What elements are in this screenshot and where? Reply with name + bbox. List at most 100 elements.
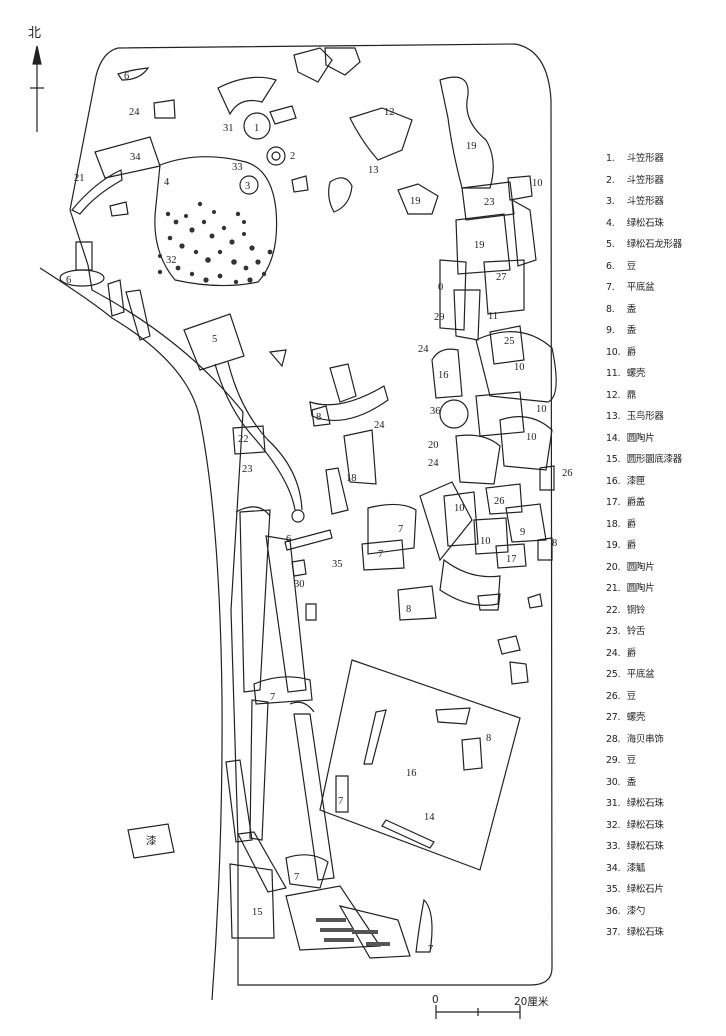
legend-item-number: 33.	[606, 841, 621, 852]
tag-7: 7	[398, 524, 403, 535]
scale-start-label: 0	[432, 994, 439, 1006]
legend-item-label: 爵	[626, 647, 637, 659]
legend-item-label: 圆形圜底漆器	[626, 454, 683, 465]
object-16-bar	[363, 709, 387, 765]
object-7-basin	[367, 503, 417, 555]
tag-9: 9	[520, 527, 525, 538]
skeleton-foot-bones	[316, 918, 390, 946]
legend-item-label: 海贝串饰	[626, 733, 664, 745]
object-24-jue	[309, 385, 389, 422]
tag-10-c: 10	[536, 404, 547, 415]
object-fragment	[453, 289, 481, 341]
object-23	[461, 181, 515, 221]
skeleton-knee	[289, 701, 315, 713]
tag-3: 3	[245, 181, 250, 192]
tag-20: 20	[428, 440, 439, 451]
legend-item: 26. 豆	[606, 686, 724, 708]
legend-item-label: 绿松石珠	[626, 798, 664, 809]
legend-item-label: 爵	[626, 518, 637, 530]
object-6-dou-stem	[75, 241, 93, 271]
tag-6: 6	[124, 71, 129, 82]
legend-item-number: 3.	[606, 196, 615, 207]
legend-item: 6. 豆	[606, 256, 724, 278]
tag-8-b: 8	[316, 412, 321, 423]
tag-19-c: 19	[474, 240, 485, 251]
legend-item: 4. 绿松石珠	[606, 213, 724, 235]
legend-item-label: 螺壳	[626, 712, 646, 723]
legend-item-label: 绿松石片	[626, 884, 664, 895]
tag-10-d: 10	[526, 432, 537, 443]
object-10-jue-c	[475, 391, 525, 437]
legend-item-number: 15.	[606, 454, 621, 465]
object-33-turquoise-area	[154, 156, 278, 287]
legend-item-number: 37.	[606, 927, 621, 938]
object-36-spoon	[439, 399, 469, 429]
legend-item: 20. 圆陶片	[606, 557, 724, 579]
legend-item-number: 2.	[606, 174, 615, 186]
object-14-disc-bar	[381, 819, 435, 849]
tag-10-e: 10	[454, 503, 465, 514]
object-22-bell	[232, 425, 266, 455]
skeleton-tibia	[293, 713, 335, 881]
tag-24-b: 24	[418, 344, 429, 355]
legend-item-label: 绿松石珠	[626, 217, 664, 229]
legend-item: 30. 盉	[606, 772, 724, 794]
legend-item-label: 圆陶片	[626, 561, 655, 573]
north-arrow-head	[32, 45, 42, 65]
object-fragment	[305, 603, 317, 621]
tag-7-f: 7	[428, 944, 433, 955]
tag-8-d: 8	[486, 733, 491, 744]
object-8-he-b	[461, 737, 483, 771]
object-3-disc	[239, 175, 259, 195]
object-8-he	[397, 585, 437, 621]
legend-item: 17. 爵盖	[606, 492, 724, 514]
object-16-lacquer-box	[319, 659, 521, 871]
legend-item-number: 26.	[606, 690, 621, 702]
object-7-fragment	[335, 775, 349, 813]
object-fragment	[539, 465, 555, 491]
legend-item-label: 斗笠形器	[626, 174, 664, 186]
legend-item: 8. 盉	[606, 299, 724, 321]
legend-item: 34. 漆觚	[606, 858, 724, 880]
legend-item-label: 绿松石龙形器	[626, 239, 683, 250]
legend-item-label: 豆	[626, 690, 637, 702]
object-6-bowl	[117, 67, 150, 81]
legend-item: 9. 盉	[606, 320, 724, 342]
legend-item-number: 28.	[606, 733, 621, 745]
legend-item-number: 5.	[606, 239, 615, 250]
legend-item-label: 爵盖	[626, 497, 646, 508]
tag-23-b: 23	[242, 464, 253, 475]
legend-item-number: 13.	[606, 411, 621, 422]
object-10-jue-f	[473, 517, 509, 555]
tag-15: 15	[252, 907, 263, 918]
object-8	[311, 405, 331, 427]
tag-12: 12	[384, 107, 395, 118]
legend-item-label: 漆勺	[626, 905, 646, 917]
legend-item-number: 18.	[606, 518, 621, 530]
scale-end-label: 20厘米	[514, 996, 549, 1008]
legend-item-label: 绿松石珠	[626, 819, 664, 831]
object-10-jue-d	[499, 416, 553, 471]
tag-11: 11	[488, 311, 498, 322]
tag-34: 34	[130, 152, 141, 163]
legend-item-label: 斗笠形器	[626, 196, 664, 207]
tag-25: 25	[504, 336, 515, 347]
legend-item-number: 17.	[606, 497, 621, 508]
legend-item-label: 平底盆	[626, 669, 655, 680]
legend-item: 16. 漆匣	[606, 471, 724, 493]
legend-item-number: 34.	[606, 862, 621, 874]
object-19-jue	[439, 76, 494, 189]
tag-10-f: 10	[480, 536, 491, 547]
object-7-fragment	[253, 676, 313, 705]
legend-item-number: 7.	[606, 282, 615, 293]
skeleton-foot	[338, 905, 411, 959]
tag-6-c: 6	[286, 534, 291, 545]
tag-13: 13	[368, 165, 379, 176]
legend-item-number: 31.	[606, 798, 621, 809]
legend-item-number: 25.	[606, 669, 621, 680]
legend-item-label: 平底盆	[626, 282, 655, 293]
object-fragment	[125, 289, 151, 341]
object-5-dragon-tail	[291, 509, 305, 523]
legend-item-number: 10.	[606, 346, 621, 358]
